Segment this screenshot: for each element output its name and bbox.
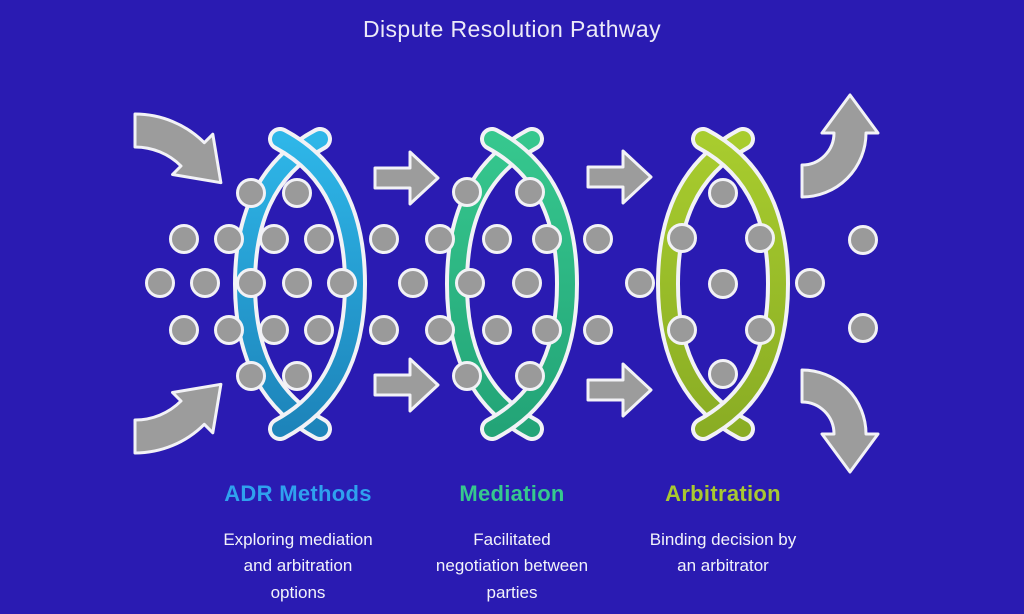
- dot: [452, 361, 482, 391]
- dot: [625, 268, 655, 298]
- dot: [667, 223, 697, 253]
- stage-column-mediation: Mediation Facilitated negotiation betwee…: [407, 481, 617, 606]
- dot: [455, 268, 485, 298]
- dot: [515, 361, 545, 391]
- dot: [327, 268, 357, 298]
- stage-column-adr-methods: ADR Methods Exploring mediation and arbi…: [193, 481, 403, 606]
- dot: [214, 315, 244, 345]
- dot: [304, 315, 334, 345]
- dot: [515, 177, 545, 207]
- dot: [708, 359, 738, 389]
- dot: [425, 315, 455, 345]
- dot: [482, 224, 512, 254]
- dot: [259, 224, 289, 254]
- stage-description-adr-methods: Exploring mediation and arbitration opti…: [223, 530, 373, 602]
- flow-arrow-3: [586, 362, 653, 418]
- dot: [452, 177, 482, 207]
- dot: [169, 224, 199, 254]
- dot-pattern: [145, 177, 878, 391]
- dot: [236, 178, 266, 208]
- page-title: Dispute Resolution Pathway: [362, 16, 662, 42]
- dot: [304, 224, 334, 254]
- top-left-curved-arrow: [133, 112, 223, 185]
- dot: [145, 268, 175, 298]
- stage-label-adr-methods: ADR Methods: [224, 481, 372, 506]
- dot: [745, 315, 775, 345]
- flow-arrow-2: [373, 357, 440, 413]
- dot: [848, 225, 878, 255]
- dot: [282, 178, 312, 208]
- dot: [795, 268, 825, 298]
- dot: [745, 223, 775, 253]
- bottom-right-curved-arrow: [800, 368, 880, 474]
- dot: [532, 315, 562, 345]
- stage-label-arbitration: Arbitration: [665, 481, 781, 506]
- dot: [667, 315, 697, 345]
- flow-arrow-0: [373, 150, 440, 206]
- dot: [259, 315, 289, 345]
- dot: [425, 224, 455, 254]
- dot: [583, 315, 613, 345]
- dot: [169, 315, 199, 345]
- dot: [708, 269, 738, 299]
- stage-description-arbitration: Binding decision by an arbitrator: [649, 530, 797, 576]
- dot: [236, 268, 266, 298]
- dot: [512, 268, 542, 298]
- dot: [708, 178, 738, 208]
- dot: [482, 315, 512, 345]
- dot: [369, 224, 399, 254]
- dot: [282, 268, 312, 298]
- stage-column-arbitration: Arbitration Binding decision by an arbit…: [613, 481, 833, 580]
- stage-ring-2: [655, 127, 791, 441]
- dot: [214, 224, 244, 254]
- dot: [848, 313, 878, 343]
- dot: [282, 361, 312, 391]
- dot: [236, 361, 266, 391]
- stage-label-mediation: Mediation: [459, 481, 565, 506]
- stage-description-mediation: Facilitated negotiation between parties: [435, 530, 589, 602]
- top-right-curved-arrow: [800, 93, 880, 199]
- flow-arrow-1: [586, 149, 653, 205]
- dot: [398, 268, 428, 298]
- dot: [583, 224, 613, 254]
- bottom-left-curved-arrow: [133, 382, 223, 455]
- dot: [190, 268, 220, 298]
- dot: [532, 224, 562, 254]
- dot: [369, 315, 399, 345]
